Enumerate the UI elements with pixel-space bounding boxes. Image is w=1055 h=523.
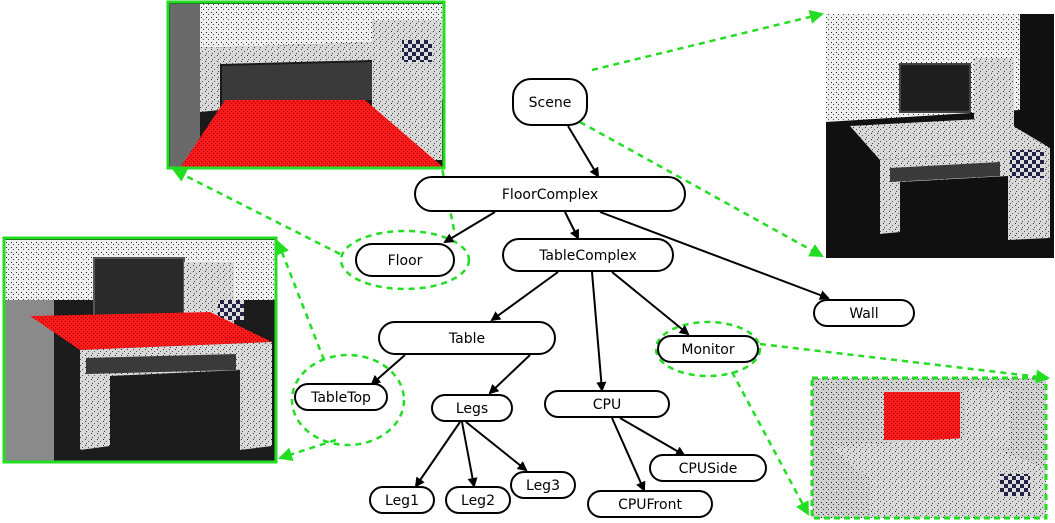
node-wall-shape [813,299,915,327]
node-wall-label: Wall [849,306,878,322]
edge-tablecomplex-cpu [591,271,607,392]
edge-scene-floorcomplex [567,125,600,178]
node-tablecomplex-label: TableComplex [538,248,637,264]
node-cpuside-shape [649,454,767,482]
node-floorcomplex-label: FloorComplex [502,187,598,203]
node-leg1-label: Leg1 [385,493,419,509]
edge-legs-leg2 [461,421,478,488]
node-cpu-label: CPU [593,397,621,413]
node-monitor-label: Monitor [681,342,734,358]
edge-table-tabletop [370,354,406,386]
node-scene: Scene [512,78,588,126]
full-scene-image [826,14,1054,258]
node-scene-label: Scene [529,95,572,111]
node-tabletop-label: TableTop [310,390,371,406]
node-leg2-label: Leg2 [461,493,495,509]
node-leg1: Leg1 [369,486,435,514]
link-floor-to-floor-image [172,168,341,256]
link-tabletop-to-image-top [275,240,326,361]
node-table-shape [378,321,556,355]
node-legs-shape [431,394,513,422]
node-cpuside: CPUSide [649,454,767,482]
floor-highlight-ring [339,229,471,291]
link-tabletop-to-image-bottom [278,438,337,461]
edge-legs-leg3 [465,421,528,472]
node-wall: Wall [813,299,915,327]
monitor-highlight-image [810,376,1048,520]
edge-floorcomplex-tablecomplex [564,211,579,240]
edge-cpu-cpufront [611,417,646,492]
node-leg3: Leg3 [510,471,576,499]
node-cpufront-label: CPUFront [618,497,682,513]
highlight-links [172,10,1050,516]
node-floorcomplex-shape [414,176,686,212]
node-leg2-shape [445,486,511,514]
node-leg2: Leg2 [445,486,511,514]
edge-tablecomplex-monitor [611,271,690,336]
node-monitor-shape [657,335,759,363]
node-floorcomplex: FloorComplex [414,176,686,212]
node-floor: Floor [355,243,455,277]
node-floor-shape [355,243,455,277]
node-cpufront-shape [587,490,713,518]
tabletop-highlight-ring [290,353,406,447]
link-monitor-to-image-bottom [730,371,810,516]
node-table: Table [378,321,556,355]
node-tablecomplex: TableComplex [502,238,674,272]
node-monitor: Monitor [657,335,759,363]
node-cpufront: CPUFront [587,490,713,518]
edge-legs-leg1 [414,421,461,488]
node-cpuside-label: CPUSide [679,461,738,477]
node-legs: Legs [431,394,513,422]
edge-table-legs [488,354,531,395]
edge-floorcomplex-wall [599,211,830,300]
node-scene-shape [512,78,588,126]
node-cpu-shape [544,390,670,418]
node-floor-label: Floor [388,253,423,269]
link-scene-to-full-scene-image [591,10,824,72]
node-tablecomplex-shape [502,238,674,272]
link-monitor-to-image-top [759,342,1050,384]
edge-floorcomplex-floor [443,211,496,244]
edge-cpu-cpuside [619,417,686,457]
floor-highlight-image [166,0,446,170]
node-leg1-shape [369,486,435,514]
tree-edges [370,125,830,492]
node-tabletop-shape [294,383,388,411]
monitor-highlight-ring [654,320,762,378]
node-leg3-shape [510,471,576,499]
node-table-label: Table [448,331,485,347]
tabletop-highlight-image [2,236,278,464]
link-scene-to-full-scene-image-lower [579,120,824,258]
node-cpu: CPU [544,390,670,418]
edge-tablecomplex-table [490,271,559,322]
node-tabletop: TableTop [294,383,388,411]
node-legs-label: Legs [456,401,488,417]
node-leg3-label: Leg3 [526,478,560,494]
